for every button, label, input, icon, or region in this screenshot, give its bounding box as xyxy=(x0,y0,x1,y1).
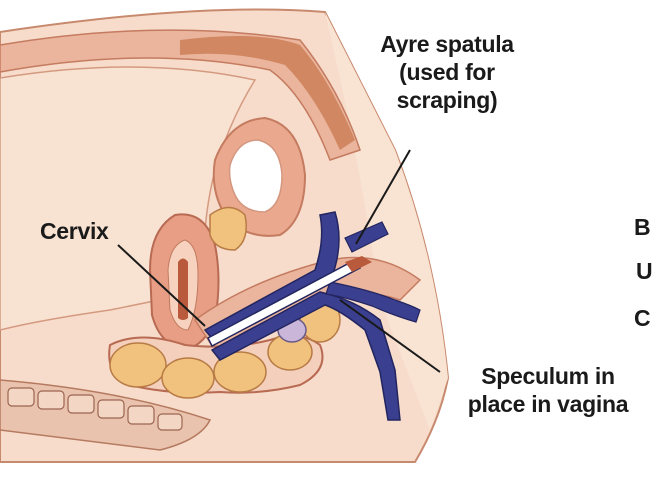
bowel-loop-2 xyxy=(162,358,214,398)
ayre-spatula-label-line2: (used for xyxy=(352,58,542,86)
bowel-upper xyxy=(210,208,246,251)
cut-off-label-b: B xyxy=(634,214,650,241)
ayre-spatula-label-line1: Ayre spatula xyxy=(352,30,542,58)
cut-off-label-c: C xyxy=(634,305,650,332)
uterine-lining xyxy=(178,259,188,321)
speculum-label-line2: place in vagina xyxy=(433,390,661,418)
cervix-label: Cervix xyxy=(40,217,109,245)
ayre-spatula-label-line3: scraping) xyxy=(352,86,542,114)
cut-off-label-u: U xyxy=(636,258,652,285)
speculum-label: Speculum in place in vagina xyxy=(433,362,661,418)
ayre-spatula-label: Ayre spatula (used for scraping) xyxy=(352,30,542,114)
speculum-label-line1: Speculum in xyxy=(433,362,661,390)
bowel-loop-1 xyxy=(110,343,166,387)
